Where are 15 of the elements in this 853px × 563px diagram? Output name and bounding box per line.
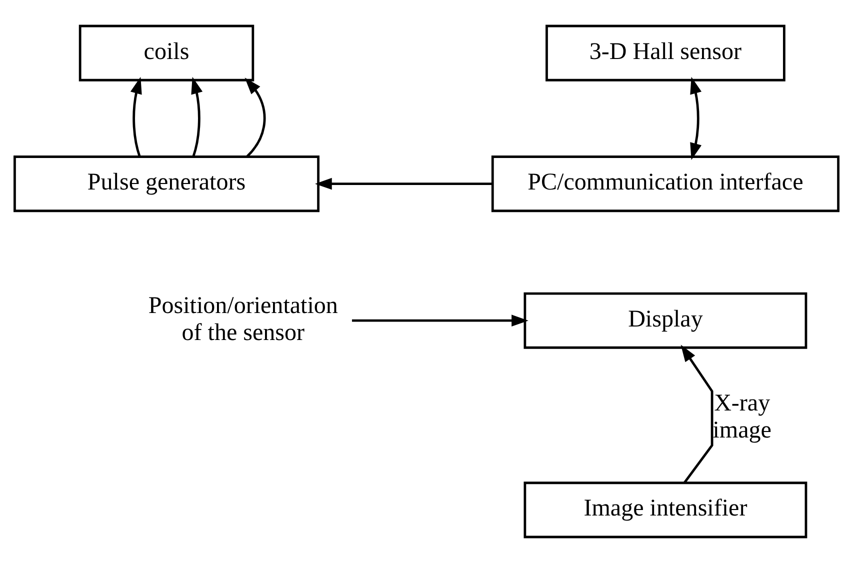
arrow <box>315 178 492 190</box>
edge-label: X-ray image <box>712 390 772 444</box>
node-text: Position/orientation of the sensor <box>148 292 338 346</box>
node-box: Pulse generators <box>14 156 320 212</box>
node-box: coils <box>78 24 254 82</box>
arrow <box>352 314 528 326</box>
node-box: Display <box>524 292 808 349</box>
node-box: PC/communication interface <box>491 156 840 212</box>
node-box: 3-D Hall sensor <box>546 24 786 82</box>
arrow <box>690 76 702 160</box>
arrow <box>130 76 142 157</box>
arrow <box>244 78 266 158</box>
arrow <box>191 76 203 157</box>
arrow <box>680 344 714 484</box>
node-box: Image intensifier <box>524 482 808 538</box>
